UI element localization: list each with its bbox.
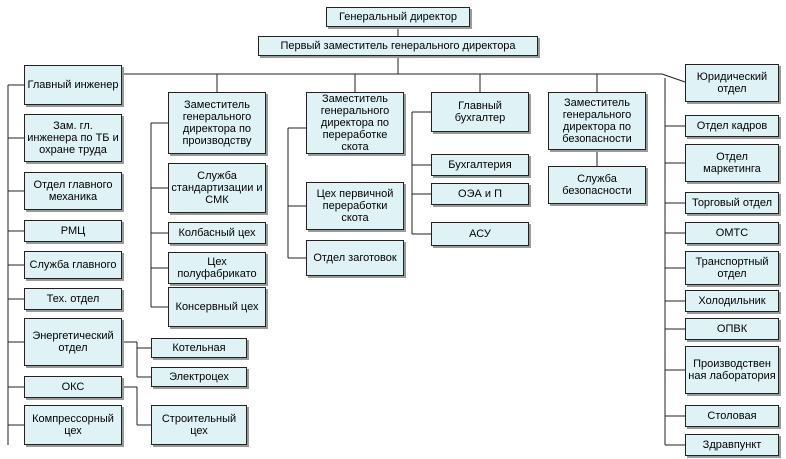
chief-accountant-box: Главный бухгалтер [431, 92, 529, 132]
asu-box: АСУ [431, 222, 529, 246]
oea-box: ОЭА и П [431, 183, 529, 205]
deputy-chief-engineer-safety-box: Зам. гл. инженера по ТБ и охране труда [24, 114, 122, 162]
hr-dept-box: Отдел кадров [685, 115, 779, 137]
rmc-box: РМЦ [24, 220, 122, 242]
boiler-house-box: Котельная [151, 338, 247, 358]
ceo-box: Генеральный директор [326, 7, 470, 27]
procurement-dept-box: Отдел заготовок [306, 240, 404, 276]
primary-processing-shop-box: Цех первичной переработки скота [306, 182, 404, 230]
processing-deputy-box: Заместитель генерального директора по пе… [306, 92, 404, 154]
compressor-shop-box: Компрессорный цех [24, 405, 122, 445]
electric-shop-box: Электроцех [151, 367, 247, 387]
production-deputy-box: Заместитель генерального директора по пр… [168, 92, 266, 154]
chief-service-box: Служба главного [24, 251, 122, 279]
chief-mechanic-dept-box: Отдел главного механика [24, 172, 122, 210]
oks-box: ОКС [24, 376, 122, 398]
security-deputy-box: Заместитель генерального директора по бе… [548, 92, 646, 150]
semi-finished-shop-box: Цех полуфабрикато [168, 252, 266, 284]
standardization-service-box: Служба стандартизации и СМК [168, 163, 266, 213]
trade-dept-box: Торговый отдел [685, 192, 779, 214]
refrigerator-box: Холодильник [685, 290, 779, 312]
opvk-box: ОПВК [685, 318, 779, 340]
first-aid-post-box: Здравпункт [685, 434, 779, 456]
production-lab-box: Производствен ная лаборатория [685, 346, 779, 394]
canning-shop-box: Консервный цех [168, 287, 266, 327]
sausage-shop-box: Колбасный цех [168, 222, 266, 244]
connector-line [661, 73, 686, 83]
chief-engineer-box: Главный инженер [24, 65, 122, 105]
marketing-dept-box: Отдел маркетинга [685, 144, 779, 182]
construction-shop-box: Строительный цех [151, 405, 247, 445]
legal-dept-box: Юридический отдел [685, 64, 779, 102]
first-deputy-box: Первый заместитель генерального директор… [258, 36, 538, 56]
security-service-box: Служба безопасности [548, 166, 646, 204]
accounting-box: Бухгалтерия [431, 154, 529, 176]
tech-dept-box: Тех. отдел [24, 288, 122, 310]
energy-dept-box: Энергетический отдел [24, 318, 122, 366]
omts-box: ОМТС [685, 222, 779, 244]
transport-dept-box: Транспортный отдел [685, 251, 779, 285]
canteen-box: Столовая [685, 405, 779, 427]
